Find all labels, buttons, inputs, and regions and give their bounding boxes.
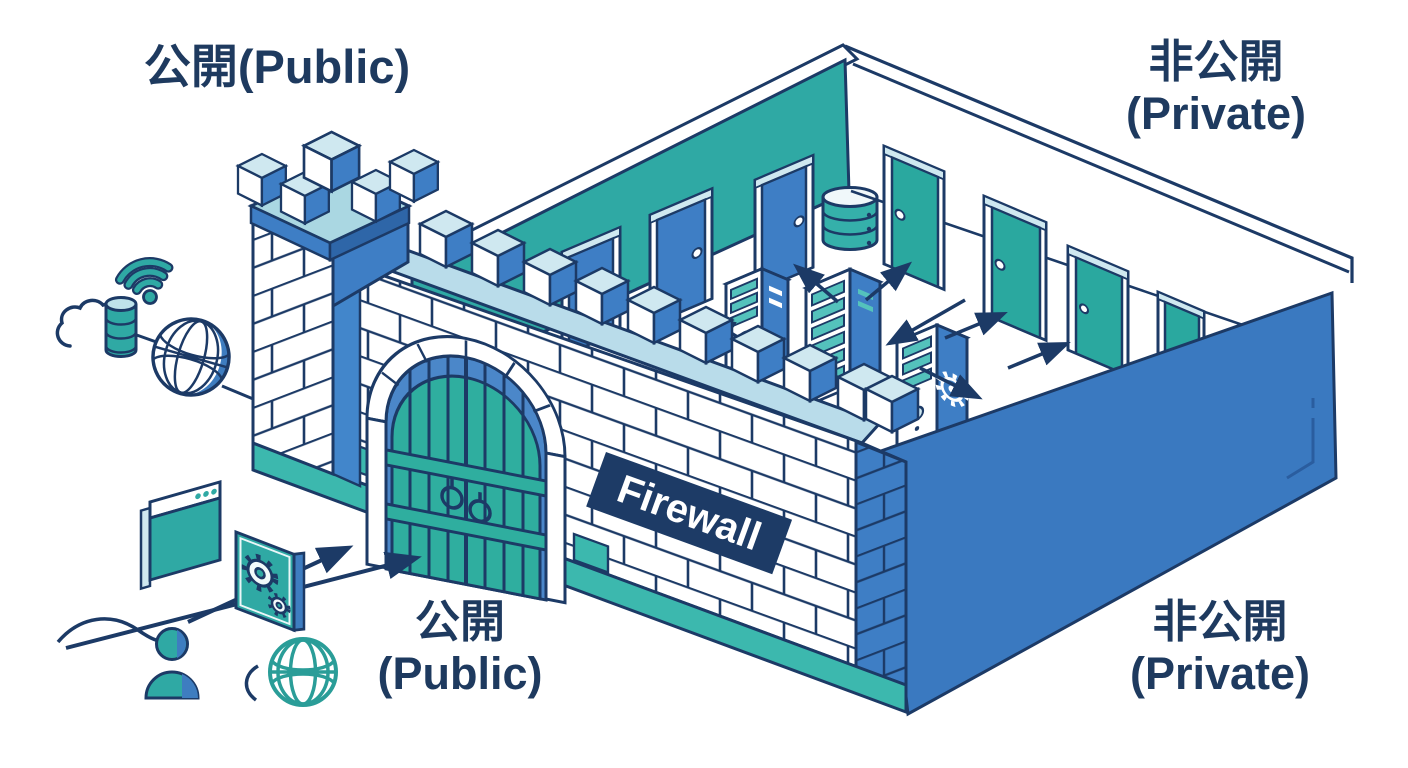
interior-door-icon-teal-3: [1066, 243, 1130, 378]
firewall-wall: Firewall: [221, 130, 920, 715]
zone-label-public-bottom-line2: (Public): [377, 648, 543, 700]
globe-icon: [151, 317, 231, 397]
wall-end-column: [854, 439, 908, 688]
zone-label-private-top-line2: (Private): [1125, 88, 1307, 140]
interior-door-icon-teal-2: [982, 193, 1048, 343]
gear-icon-large: [241, 553, 279, 593]
zone-label-public-bottom-line1: 公開: [414, 596, 505, 647]
wavy-line: [56, 617, 173, 644]
interior-door-icon-blue-3: [753, 153, 815, 295]
browser-window-icon: [139, 479, 222, 591]
zone-label-public-top-text: 公開(Public): [143, 40, 411, 93]
gate-handles: [440, 478, 492, 524]
gear-panel-icon: [234, 529, 306, 633]
zone-label-private-top: 非公開 (Private): [1086, 36, 1346, 140]
firewall-banner: Firewall: [586, 452, 793, 575]
zone-label-private-bottom-line1: 非公開: [1152, 596, 1288, 647]
database-icon-interior: [821, 186, 879, 251]
zone-label-public-top: 公開(Public): [112, 40, 442, 95]
interior-door-icon-blue-2: [648, 186, 714, 328]
database-icon: [104, 296, 138, 358]
interior-door-icon-teal-1: [882, 143, 946, 292]
hook-line: [244, 664, 259, 702]
wifi-icon: [114, 257, 174, 305]
globe-small-icon: [268, 637, 338, 707]
zone-label-private-bottom-line2: (Private): [1129, 648, 1311, 700]
user-icon: [144, 627, 200, 700]
castle-tower-icon: [236, 130, 439, 477]
zone-label-private-bottom: 非公開 (Private): [1086, 596, 1354, 700]
zone-label-private-top-line1: 非公開: [1148, 36, 1284, 87]
zone-label-public-bottom: 公開 (Public): [336, 596, 584, 700]
outside-public-icons: [55, 257, 422, 707]
gate-icon: [365, 335, 567, 605]
